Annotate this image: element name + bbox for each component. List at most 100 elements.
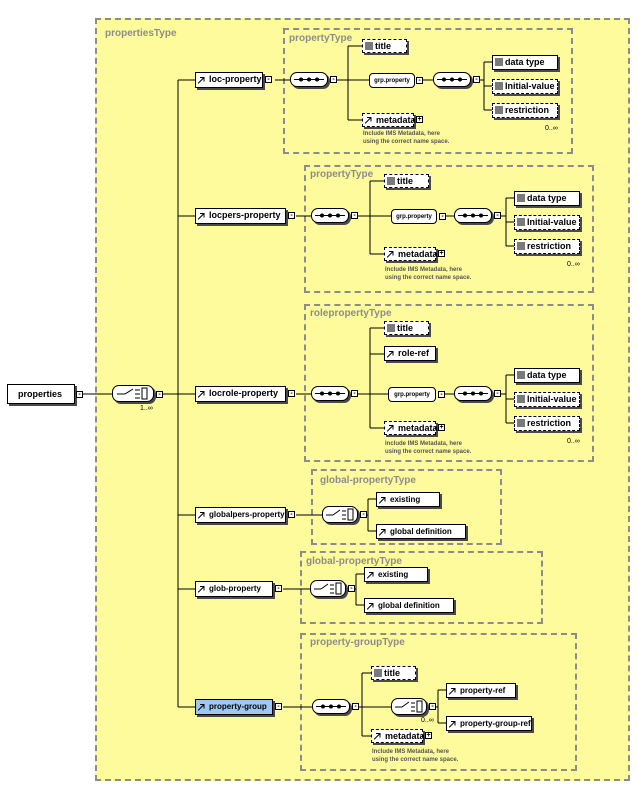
locrole-property-sequence-toggle[interactable]: - bbox=[351, 390, 358, 397]
property-group-element[interactable]: property-group bbox=[195, 699, 273, 715]
locpers-property-title-element[interactable]: title bbox=[384, 174, 429, 188]
glob-property-element[interactable]: glob-property bbox=[195, 581, 273, 597]
properties-cardinality: 1..∞ bbox=[140, 405, 153, 412]
locpers-property-grp-toggle[interactable]: - bbox=[439, 213, 446, 220]
locpers-property-metadata-expand[interactable]: + bbox=[438, 250, 445, 257]
loc-property-inner-sequence[interactable] bbox=[433, 72, 471, 87]
globalpers-existing-element[interactable]: existing bbox=[376, 492, 440, 507]
locrole-property-toggle[interactable]: - bbox=[288, 390, 295, 397]
locrole-property-inner-sequence[interactable] bbox=[454, 386, 492, 401]
locrole-property-inner-sequence-toggle[interactable]: - bbox=[494, 390, 501, 397]
property-group-choice[interactable] bbox=[391, 698, 427, 715]
locpers-property-data-type-element[interactable]: data type bbox=[514, 191, 580, 206]
document-icon bbox=[495, 106, 503, 114]
loc-property-metadata-expand[interactable]: + bbox=[416, 116, 423, 123]
loc-property-title-label: title bbox=[375, 41, 392, 51]
sequence-icon bbox=[437, 77, 467, 82]
locrole-property-grp-property[interactable]: grp.property bbox=[388, 387, 436, 402]
property-group-choice-toggle[interactable]: - bbox=[429, 703, 436, 710]
globalpers-property-toggle[interactable]: - bbox=[288, 511, 295, 518]
loc-property-grp-property[interactable]: grp.property bbox=[369, 73, 415, 88]
locrole-property-title-element[interactable]: title bbox=[384, 321, 429, 335]
reference-arrow-icon bbox=[367, 602, 374, 609]
locpers-property-grp-property[interactable]: grp.property bbox=[391, 209, 437, 224]
property-group-label: property-group bbox=[209, 702, 267, 711]
loc-property-toggle[interactable]: - bbox=[265, 76, 272, 83]
choice-icon bbox=[117, 387, 148, 400]
property-group-sequence[interactable] bbox=[312, 699, 350, 714]
loc-property-metadata-element[interactable]: metadata bbox=[362, 113, 416, 127]
glob-property-choice-toggle[interactable]: - bbox=[348, 585, 355, 592]
property-group-metadata-element[interactable]: metadata bbox=[371, 729, 425, 743]
glob-global-definition-element[interactable]: global definition bbox=[364, 598, 454, 613]
glob-global-definition-label: global definition bbox=[378, 601, 440, 610]
globalpers-property-type-box bbox=[311, 469, 502, 545]
reference-arrow-icon bbox=[198, 213, 205, 220]
document-icon bbox=[517, 395, 525, 403]
globalpers-property-choice[interactable] bbox=[322, 506, 358, 523]
choice-icon bbox=[395, 700, 423, 713]
loc-property-data-type-element[interactable]: data type bbox=[492, 55, 558, 70]
property-group-ref-label: property-group-ref bbox=[460, 719, 531, 728]
globalpers-property-choice-toggle[interactable]: - bbox=[360, 511, 367, 518]
globalpers-global-definition-label: global definition bbox=[390, 527, 452, 536]
locrole-property-element[interactable]: locrole-property bbox=[195, 386, 286, 402]
locrole-property-sequence[interactable] bbox=[311, 386, 349, 401]
locrole-property-metadata-note: Include IMS Metadata, here using the cor… bbox=[385, 440, 471, 456]
loc-property-title-element[interactable]: title bbox=[362, 39, 407, 53]
properties-element[interactable]: properties bbox=[7, 384, 75, 404]
locrole-property-role-ref-element[interactable]: role-ref bbox=[384, 346, 436, 361]
document-icon bbox=[517, 371, 525, 379]
sequence-icon bbox=[294, 77, 324, 82]
globalpers-property-element[interactable]: globalpers-property bbox=[195, 507, 286, 523]
properties-choice-toggle[interactable]: - bbox=[156, 391, 163, 398]
loc-property-grp-toggle[interactable]: - bbox=[416, 77, 423, 84]
locrole-property-restriction-element[interactable]: restriction bbox=[514, 416, 580, 431]
property-group-title-element[interactable]: title bbox=[371, 666, 416, 680]
note-line-2: using the correct name space. bbox=[385, 449, 472, 455]
locpers-property-element[interactable]: locpers-property bbox=[195, 208, 286, 224]
property-group-type-box bbox=[300, 633, 577, 771]
loc-property-restriction-element[interactable]: restriction bbox=[492, 103, 558, 118]
locrole-property-data-type-element[interactable]: data type bbox=[514, 368, 580, 383]
glob-existing-label: existing bbox=[378, 570, 409, 579]
property-group-metadata-expand[interactable]: + bbox=[425, 732, 432, 739]
locpers-property-inner-sequence[interactable] bbox=[454, 208, 492, 223]
choice-icon bbox=[314, 582, 342, 595]
reference-arrow-icon bbox=[198, 586, 205, 593]
property-ref-element[interactable]: property-ref bbox=[446, 683, 516, 698]
document-icon bbox=[495, 58, 503, 66]
loc-property-initial-value-element[interactable]: Initial-value bbox=[492, 79, 558, 94]
property-group-choice-cardinality: 0..∞ bbox=[421, 717, 434, 724]
locpers-property-initial-value-element[interactable]: Initial-value bbox=[514, 215, 580, 230]
reference-arrow-icon bbox=[198, 512, 205, 519]
property-group-toggle[interactable]: - bbox=[275, 703, 282, 710]
locrole-property-metadata-label: metadata bbox=[398, 423, 438, 433]
locrole-property-restriction-cardinality: 0..∞ bbox=[567, 438, 580, 445]
properties-choice-compositor[interactable] bbox=[112, 385, 154, 402]
locpers-property-inner-sequence-toggle[interactable]: - bbox=[494, 212, 501, 219]
loc-property-element[interactable]: loc-property bbox=[195, 72, 263, 88]
locpers-property-sequence[interactable] bbox=[311, 208, 349, 223]
properties-collapse-toggle[interactable]: - bbox=[76, 391, 83, 398]
locpers-property-label: locpers-property bbox=[209, 210, 281, 220]
globalpers-global-definition-element[interactable]: global definition bbox=[376, 524, 466, 539]
locpers-property-metadata-element[interactable]: metadata bbox=[384, 247, 438, 261]
loc-property-sequence-toggle[interactable]: - bbox=[330, 76, 337, 83]
glob-property-choice[interactable] bbox=[310, 580, 346, 597]
locpers-property-sequence-toggle[interactable]: - bbox=[351, 212, 358, 219]
locrole-property-metadata-expand[interactable]: + bbox=[438, 424, 445, 431]
locpers-property-title-label: title bbox=[397, 176, 414, 186]
locpers-property-toggle[interactable]: - bbox=[288, 212, 295, 219]
property-group-sequence-toggle[interactable]: - bbox=[352, 703, 359, 710]
glob-property-toggle[interactable]: - bbox=[275, 585, 282, 592]
glob-existing-element[interactable]: existing bbox=[364, 567, 428, 582]
loc-property-sequence[interactable] bbox=[290, 72, 328, 87]
locrole-property-grp-toggle[interactable]: - bbox=[438, 391, 445, 398]
locrole-property-metadata-element[interactable]: metadata bbox=[384, 421, 438, 435]
locrole-property-initial-value-element[interactable]: Initial-value bbox=[514, 392, 580, 407]
locpers-property-restriction-element[interactable]: restriction bbox=[514, 239, 580, 254]
property-group-ref-element[interactable]: property-group-ref bbox=[446, 716, 532, 731]
sequence-icon bbox=[458, 391, 488, 396]
loc-property-inner-sequence-toggle[interactable]: - bbox=[473, 76, 480, 83]
